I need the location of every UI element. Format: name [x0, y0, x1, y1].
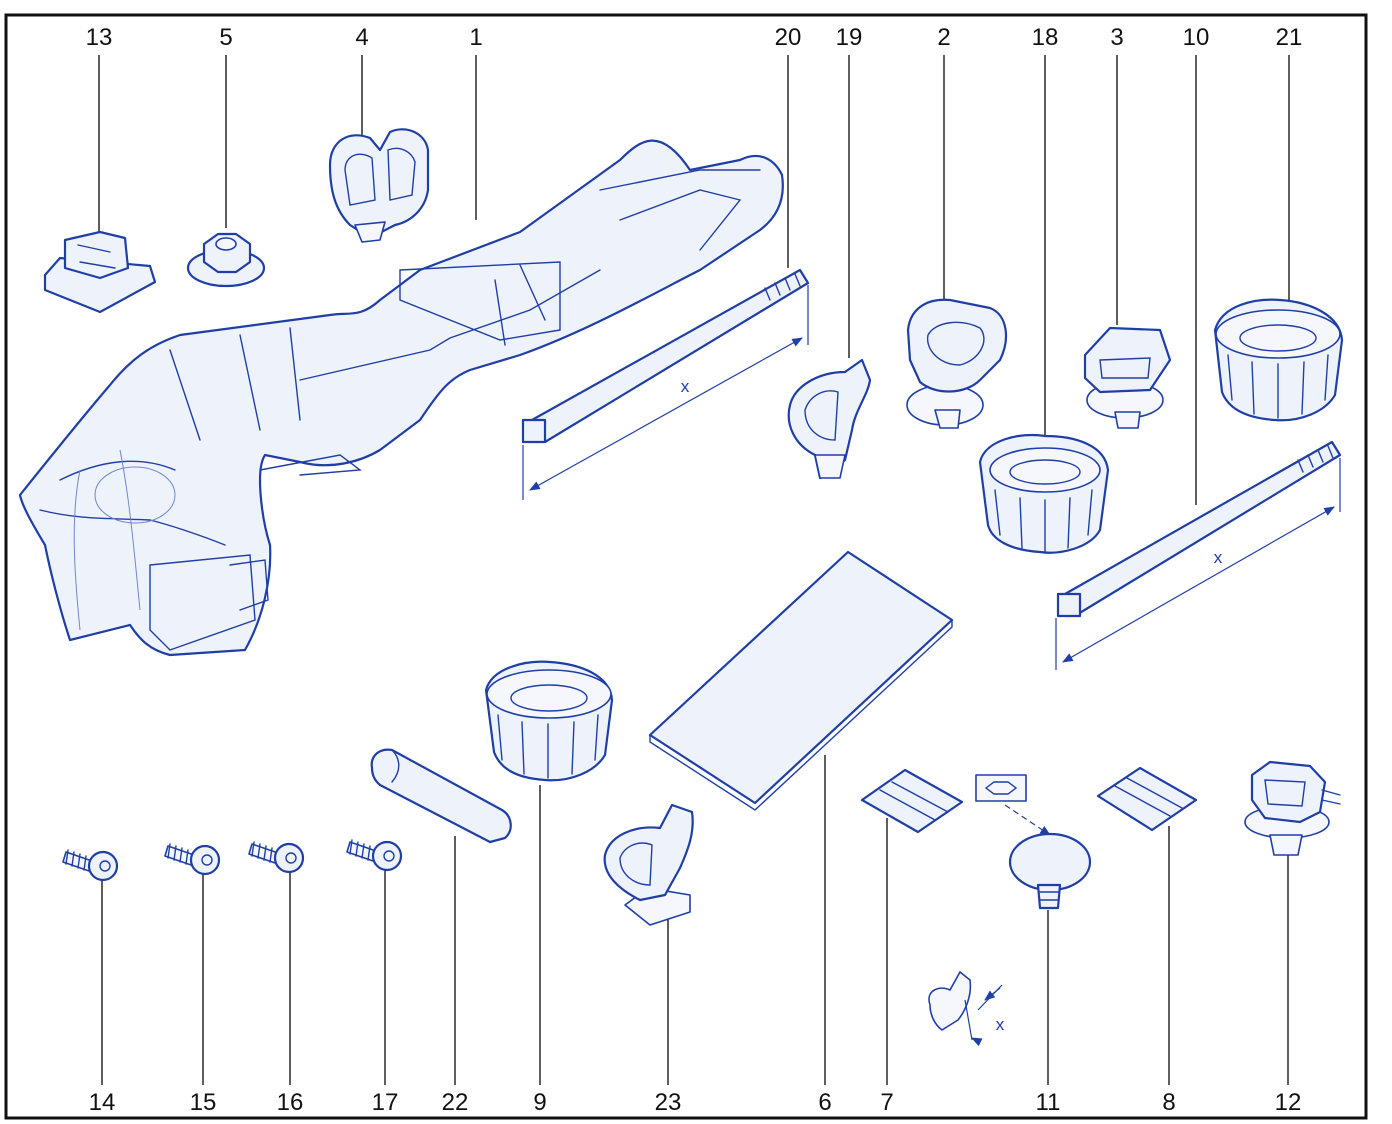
callout-14: 14: [89, 870, 116, 1116]
callout-18: 18: [1032, 24, 1059, 440]
label-5: 5: [219, 24, 232, 51]
label-23: 23: [655, 1089, 682, 1116]
label-14: 14: [89, 1089, 116, 1116]
callout-17: 17: [372, 866, 399, 1116]
callout-7: 7: [880, 818, 894, 1116]
callout-1: 1: [469, 24, 483, 220]
label-12: 12: [1275, 1089, 1302, 1116]
callout-4: 4: [355, 24, 369, 135]
diagram-frame: [4, 13, 1368, 1120]
label-3: 3: [1110, 24, 1123, 51]
part-4-double-clip: [328, 128, 430, 243]
part-3-clip: [1083, 326, 1172, 429]
label-8: 8: [1162, 1089, 1175, 1116]
part-18-grommet: [978, 433, 1110, 554]
part-15-screw: [164, 843, 221, 876]
part-9-grommet: [484, 660, 614, 782]
part-17-screw: [346, 839, 403, 872]
label-22: 22: [442, 1089, 469, 1116]
callout-21: 21: [1276, 24, 1303, 300]
callout-19: 19: [836, 24, 863, 358]
part-14-screw: [62, 849, 119, 882]
part-2-mount-clip: [906, 298, 1007, 429]
label-1: 1: [469, 24, 482, 51]
callout-6: 6: [818, 755, 832, 1116]
part-1-wiring-duct: [18, 139, 784, 657]
callout-9: 9: [533, 785, 547, 1116]
part-8-tape: [1096, 766, 1198, 832]
label-19: 19: [836, 24, 863, 51]
label-4: 4: [355, 24, 368, 51]
part-5-flange-nut: [186, 232, 266, 288]
part-11-push-pin: x: [928, 774, 1092, 1047]
callout-23: 23: [655, 900, 682, 1116]
part-21-grommet: [1213, 298, 1344, 422]
callout-20: 20: [775, 24, 802, 268]
dimension-x-10: x: [1214, 548, 1223, 567]
label-15: 15: [190, 1089, 217, 1116]
label-18: 18: [1032, 24, 1059, 51]
part-10-cable-tie: x: [1055, 440, 1342, 670]
callout-11: 11: [1036, 910, 1061, 1116]
callout-15: 15: [190, 868, 217, 1116]
callout-8: 8: [1162, 826, 1176, 1116]
callout-22: 22: [442, 836, 469, 1116]
callout-3: 3: [1110, 24, 1124, 325]
label-16: 16: [277, 1089, 304, 1116]
label-11: 11: [1036, 1089, 1061, 1116]
callout-13: 13: [86, 24, 113, 232]
part-19-open-clip: [787, 358, 872, 480]
part-22-foam-block: [370, 748, 512, 844]
part-6-foam-pad: [648, 550, 954, 811]
label-6: 6: [818, 1089, 831, 1116]
label-2: 2: [937, 24, 950, 51]
part-7-tape: [860, 768, 964, 834]
label-17: 17: [372, 1089, 399, 1116]
callout-2: 2: [937, 24, 951, 300]
callout-16: 16: [277, 866, 304, 1116]
callout-10: 10: [1183, 24, 1210, 505]
label-21: 21: [1276, 24, 1303, 51]
callout-5: 5: [219, 24, 233, 228]
label-7: 7: [880, 1089, 893, 1116]
part-23-base-clip: [603, 803, 694, 926]
dimension-x-11: x: [996, 1015, 1005, 1034]
part-16-screw: [248, 841, 305, 874]
label-10: 10: [1183, 24, 1210, 51]
part-12-edge-clip: [1244, 760, 1341, 856]
label-13: 13: [86, 24, 113, 51]
label-9: 9: [533, 1089, 546, 1116]
label-20: 20: [775, 24, 802, 51]
part-13-clip: [43, 230, 157, 314]
part-20-cable-tie: x: [521, 268, 810, 500]
callout-12: 12: [1275, 855, 1302, 1116]
dimension-x-20: x: [681, 377, 690, 396]
